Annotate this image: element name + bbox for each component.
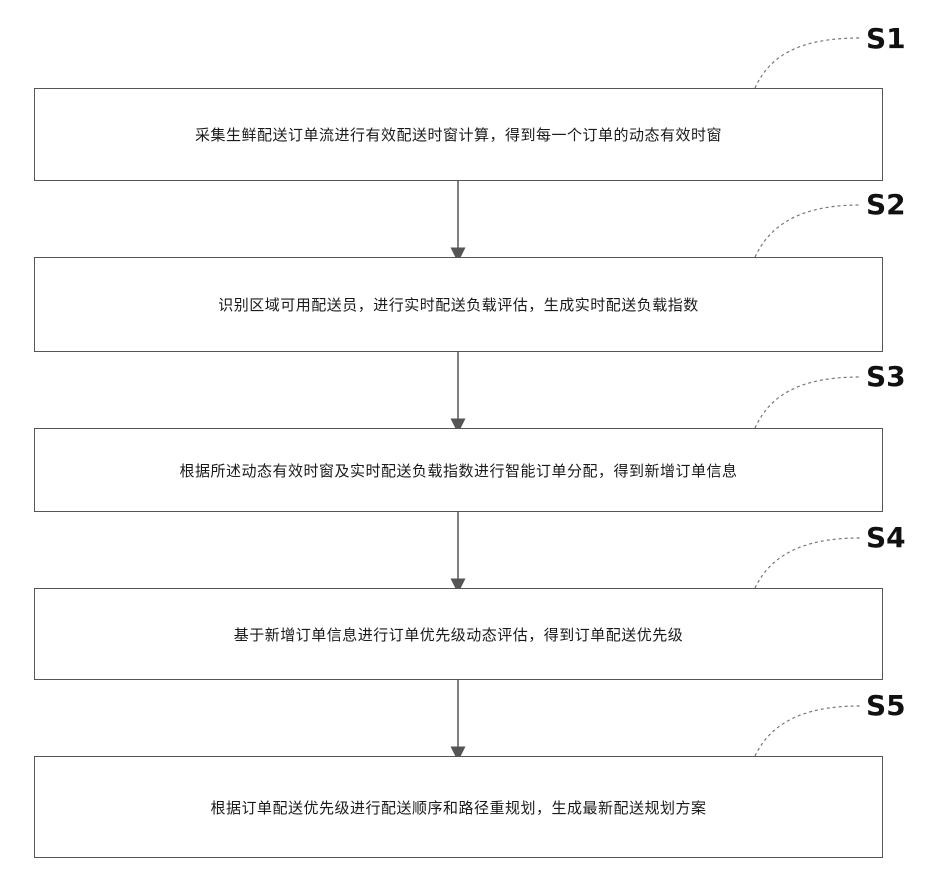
step-box-s2: 识别区域可用配送员，进行实时配送负载评估，生成实时配送负载指数 (34, 257, 883, 352)
leader-s1 (755, 38, 860, 88)
step-text-s4: 基于新增订单信息进行订单优先级动态评估，得到订单配送优先级 (234, 624, 684, 645)
step-box-s4: 基于新增订单信息进行订单优先级动态评估，得到订单配送优先级 (34, 588, 883, 680)
leader-s5 (755, 706, 860, 756)
step-text-s1: 采集生鲜配送订单流进行有效配送时窗计算，得到每一个订单的动态有效时窗 (195, 124, 722, 145)
step-text-s2: 识别区域可用配送员，进行实时配送负载评估，生成实时配送负载指数 (218, 294, 699, 315)
step-text-s3: 根据所述动态有效时窗及实时配送负载指数进行智能订单分配，得到新增订单信息 (179, 460, 737, 481)
step-label-s3: S3 (866, 360, 906, 393)
step-box-s3: 根据所述动态有效时窗及实时配送负载指数进行智能订单分配，得到新增订单信息 (34, 428, 883, 512)
step-label-s1: S1 (866, 22, 906, 55)
step-label-s2: S2 (866, 188, 906, 221)
leader-s2 (755, 205, 860, 257)
step-text-s5: 根据订单配送优先级进行配送顺序和路径重规划，生成最新配送规划方案 (210, 797, 706, 818)
leader-s3 (755, 377, 860, 428)
step-box-s5: 根据订单配送优先级进行配送顺序和路径重规划，生成最新配送规划方案 (34, 756, 883, 858)
step-label-s4: S4 (866, 521, 906, 554)
step-box-s1: 采集生鲜配送订单流进行有效配送时窗计算，得到每一个订单的动态有效时窗 (34, 88, 883, 181)
step-label-s5: S5 (866, 689, 906, 722)
leader-s4 (755, 538, 860, 588)
